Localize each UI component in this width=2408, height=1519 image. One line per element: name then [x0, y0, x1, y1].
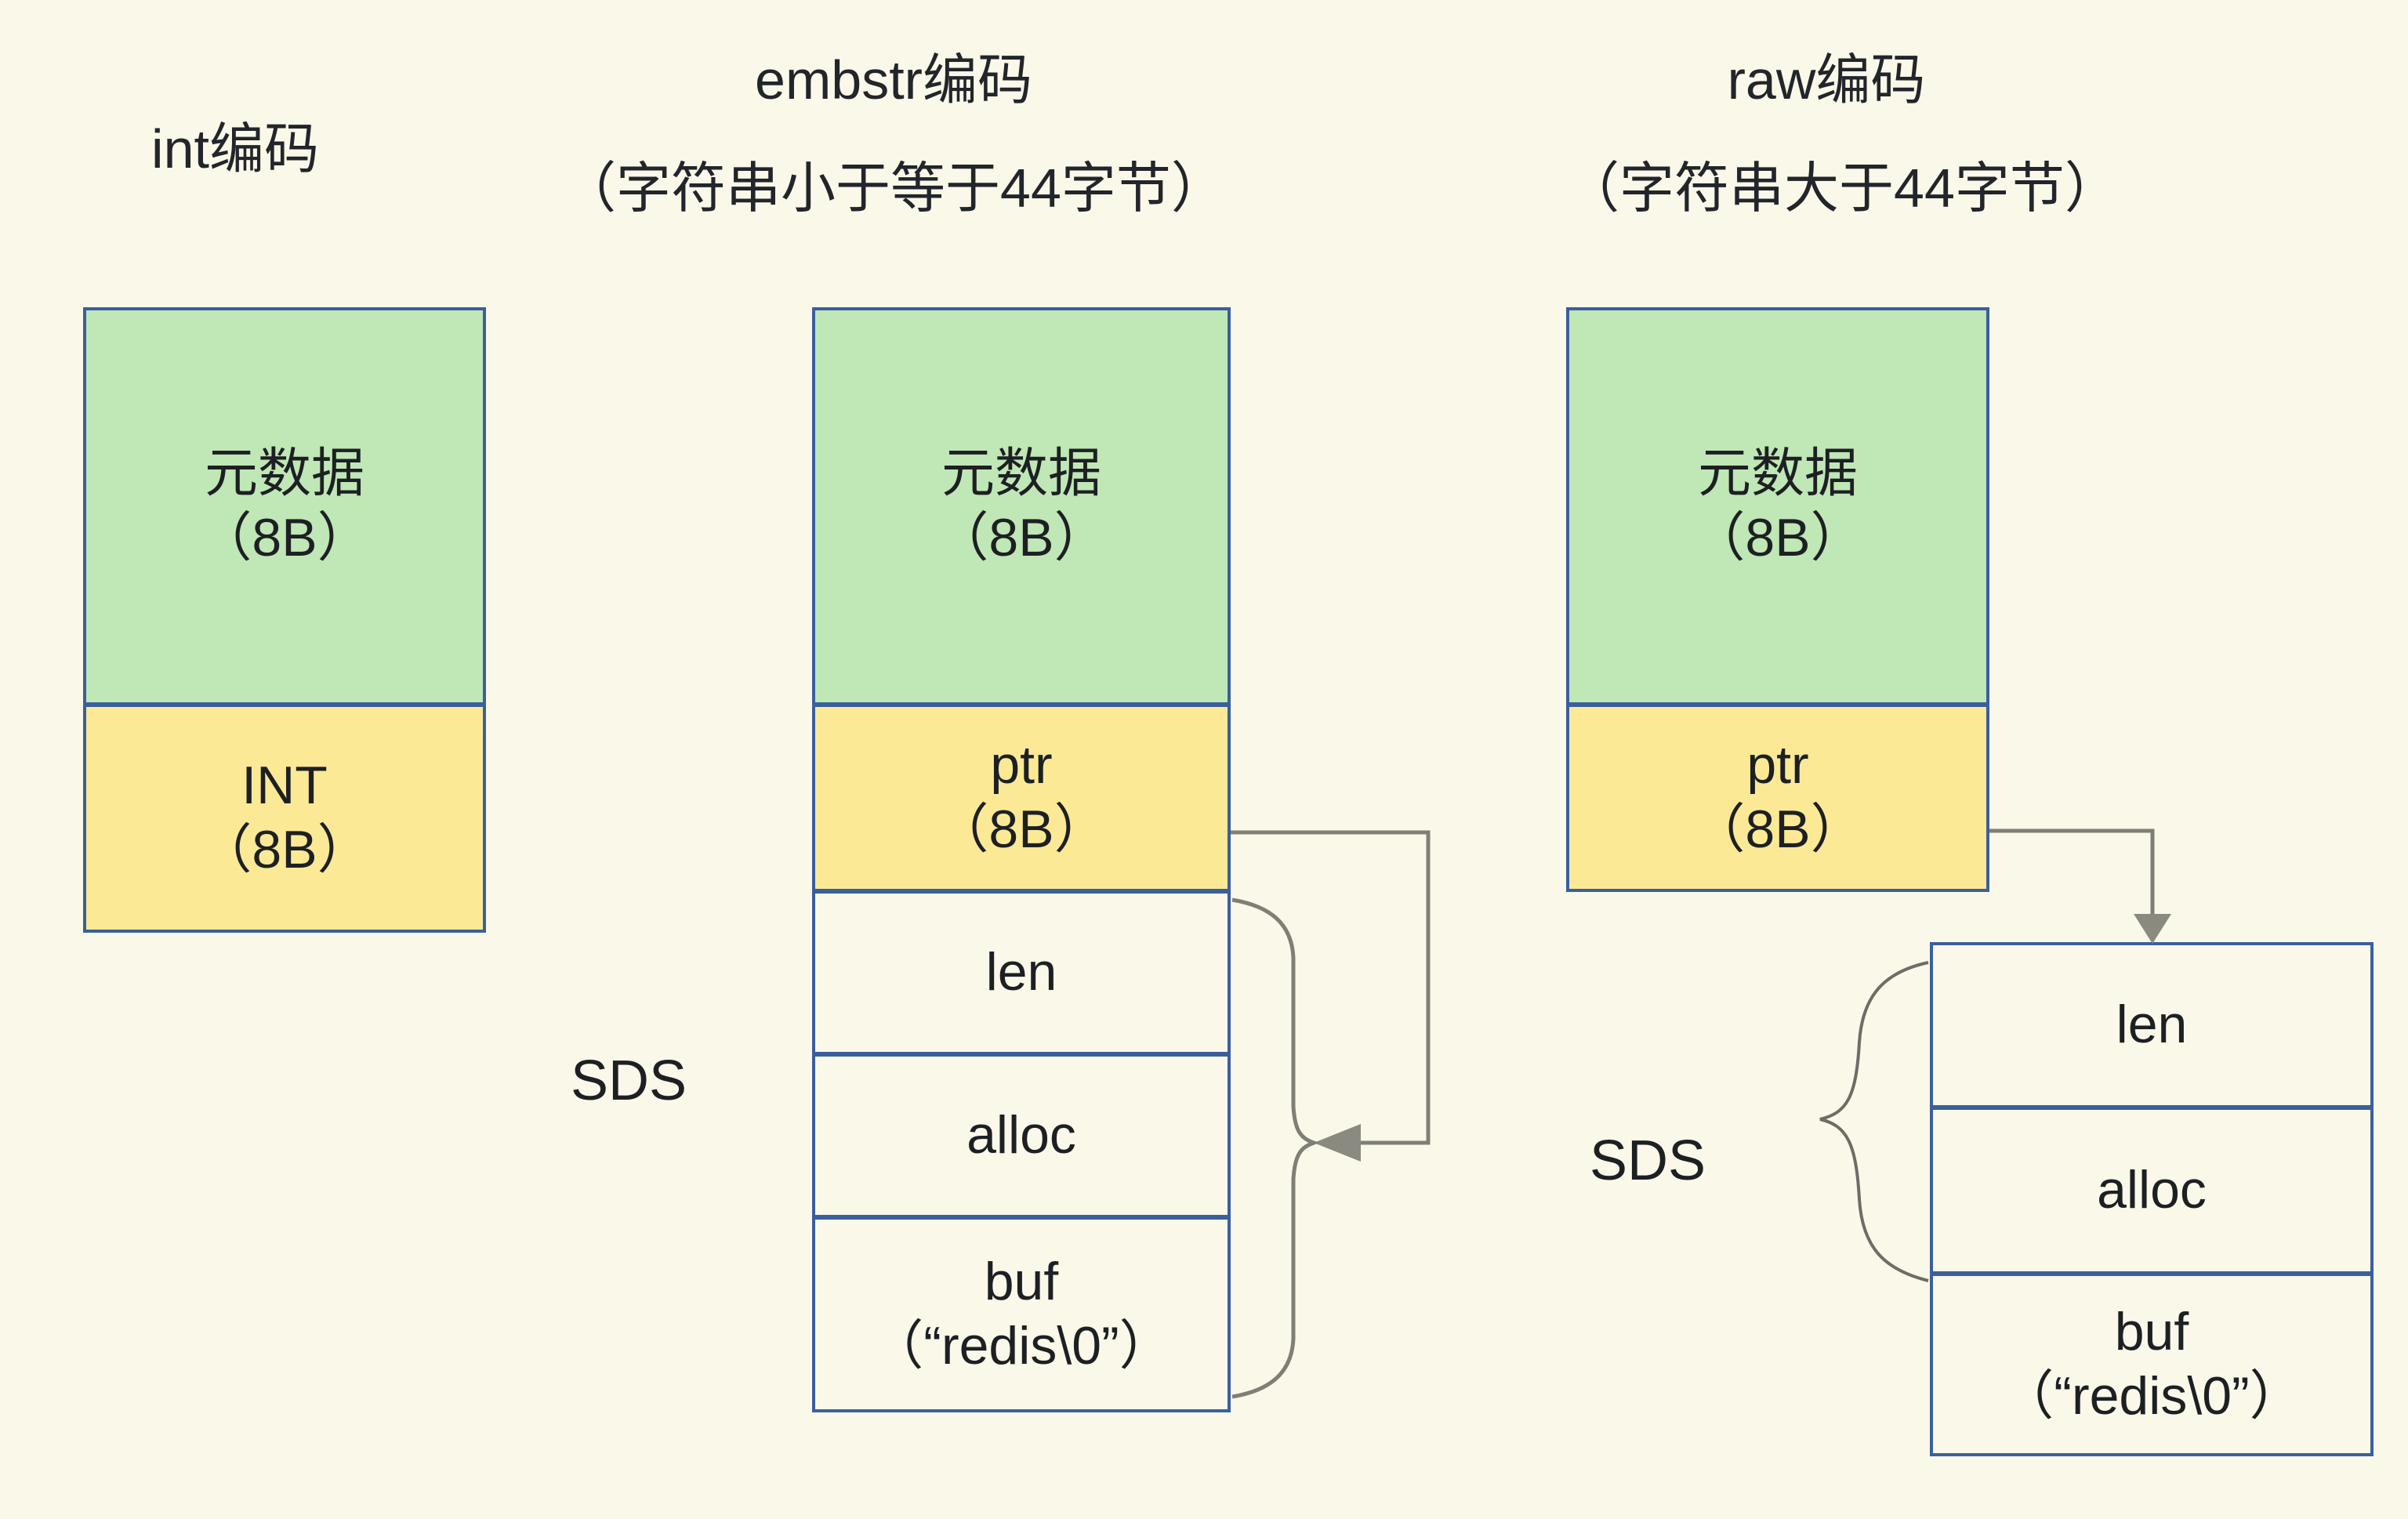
title-embstr-encoding: embstr编码	[755, 49, 1032, 111]
raw-sds-buf-cell: buf （“redis\0”）	[1930, 1274, 2374, 1456]
embstr-sds-buf-cell: buf （“redis\0”）	[812, 1218, 1231, 1412]
raw-ptr-arrow-path	[1989, 828, 2155, 917]
raw-ptr-cell: ptr （8B）	[1566, 705, 1989, 892]
embstr-sds-brace	[1231, 897, 1320, 1399]
raw-sds-brace	[1819, 961, 1929, 1282]
raw-sds-alloc-cell: alloc	[1930, 1108, 2374, 1274]
embstr-ptr-cell: ptr （8B）	[812, 705, 1231, 892]
raw-sds-label: SDS	[1590, 1129, 1706, 1192]
raw-sds-len-cell: len	[1930, 942, 2374, 1108]
embstr-ptr-arrow-path	[1231, 830, 1431, 1145]
embstr-sds-alloc-cell: alloc	[812, 1055, 1231, 1218]
int-metadata-cell: 元数据 （8B）	[83, 307, 486, 705]
subtitle-raw-condition: （字符串大于44字节）	[1565, 158, 2120, 219]
subtitle-embstr-condition: （字符串小于等于44字节）	[561, 158, 1226, 219]
embstr-sds-label: SDS	[571, 1050, 687, 1112]
raw-ptr-arrowhead	[2134, 914, 2171, 944]
embstr-metadata-cell: 元数据 （8B）	[812, 307, 1231, 705]
title-raw-encoding: raw编码	[1727, 49, 1926, 111]
int-value-cell: INT （8B）	[83, 705, 486, 933]
embstr-ptr-arrowhead	[1314, 1124, 1361, 1162]
embstr-sds-len-cell: len	[812, 892, 1231, 1055]
title-int-encoding: int编码	[151, 118, 319, 179]
raw-metadata-cell: 元数据 （8B）	[1566, 307, 1989, 705]
